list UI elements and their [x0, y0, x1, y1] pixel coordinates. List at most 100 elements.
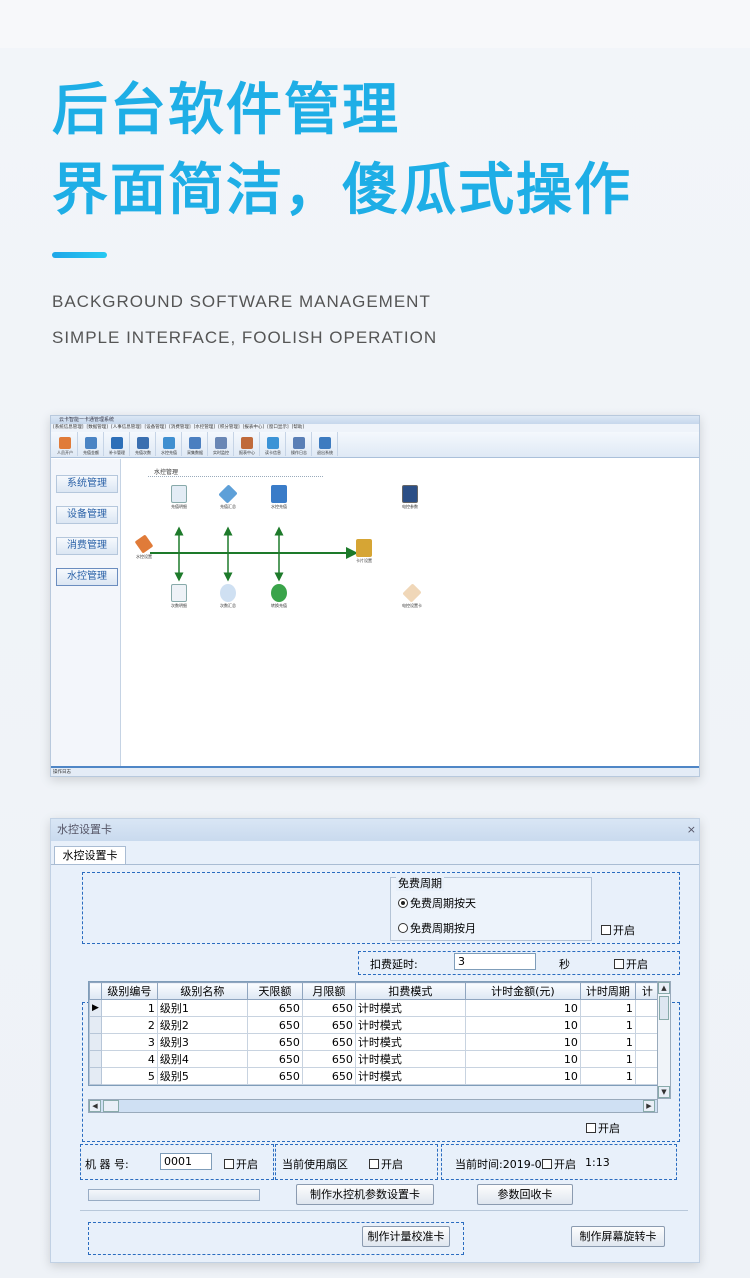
toolbar-button[interactable]: 充值次数: [131, 432, 156, 456]
menu-item[interactable]: [帮助]: [291, 425, 305, 430]
toolbar-button[interactable]: 报表中心: [235, 432, 260, 456]
sector-enable-checkbox[interactable]: 开启: [369, 1156, 403, 1172]
sidebar-item[interactable]: 水控管理: [56, 568, 118, 586]
node-water-settings[interactable]: 水控设置: [124, 534, 164, 560]
node-electric-card[interactable]: 电控设置卡: [392, 583, 432, 609]
table-column-header[interactable]: 月限额: [301, 982, 356, 1000]
sidebar-item[interactable]: 设备管理: [56, 506, 118, 524]
toolbar-button[interactable]: 读卡信息: [261, 432, 286, 456]
table-cell[interactable]: 650: [246, 1084, 303, 1085]
table-cell[interactable]: 10: [464, 1050, 581, 1068]
table-cell-empty[interactable]: [634, 1016, 660, 1034]
row-indicator[interactable]: [89, 1016, 102, 1034]
node-water-recharge[interactable]: 水控充值: [259, 485, 299, 510]
close-icon[interactable]: ×: [686, 823, 696, 836]
table-cell[interactable]: 650: [246, 1067, 303, 1085]
table-cell[interactable]: 650: [246, 1016, 303, 1034]
table-cell[interactable]: 级别2: [156, 1016, 248, 1034]
table-cell[interactable]: 5: [100, 1067, 158, 1085]
make-screen-rotate-card-button[interactable]: 制作屏幕旋转卡: [571, 1226, 665, 1247]
table-column-header[interactable]: 级别编号: [100, 982, 158, 1000]
table-cell[interactable]: 级别4: [156, 1050, 248, 1068]
recover-card-button[interactable]: 参数回收卡: [477, 1184, 573, 1205]
table-cell[interactable]: 2: [100, 1016, 158, 1034]
table-cell[interactable]: 1: [100, 999, 158, 1017]
table-column-header[interactable]: 扣费模式: [354, 982, 466, 1000]
table-cell[interactable]: 级别5: [156, 1067, 248, 1085]
scroll-right-icon[interactable]: ▶: [643, 1100, 655, 1112]
table-cell[interactable]: 级别1: [156, 999, 248, 1017]
node-recharge-summary[interactable]: 充值汇总: [208, 484, 248, 510]
hscroll-thumb[interactable]: [103, 1100, 119, 1112]
machine-number-input[interactable]: 0001: [160, 1153, 212, 1170]
scroll-up-icon[interactable]: ▲: [658, 982, 670, 994]
table-row[interactable]: 6级别6650650计时模式101: [89, 1084, 665, 1085]
table-cell[interactable]: 计时模式: [354, 1084, 466, 1085]
menu-item[interactable]: [积分管理]: [218, 425, 240, 430]
time-enable-checkbox[interactable]: 开启: [542, 1156, 576, 1172]
table-cell-empty[interactable]: [634, 1084, 660, 1085]
table-cell[interactable]: 10: [464, 1084, 581, 1085]
table-cell-empty[interactable]: [634, 1067, 660, 1085]
scroll-thumb[interactable]: [659, 996, 669, 1020]
table-cell[interactable]: 级别3: [156, 1033, 248, 1051]
toolbar-button[interactable]: 实时监控: [209, 432, 234, 456]
menu-item[interactable]: [水控管理]: [193, 425, 216, 430]
table-cell[interactable]: 650: [301, 1067, 356, 1085]
table-cell[interactable]: 6: [100, 1084, 158, 1085]
toolbar-button[interactable]: 操作日志: [287, 432, 312, 456]
toolbar-button[interactable]: 补卡管理: [105, 432, 130, 456]
row-indicator[interactable]: [89, 1050, 102, 1068]
free-period-enable-checkbox[interactable]: 开启: [601, 922, 635, 938]
table-cell[interactable]: 1: [579, 1067, 636, 1085]
table-cell[interactable]: 1: [579, 1050, 636, 1068]
machine-enable-checkbox[interactable]: 开启: [224, 1156, 258, 1172]
table-cell[interactable]: 650: [301, 999, 356, 1017]
table-vertical-scrollbar[interactable]: ▲ ▼: [657, 981, 671, 1099]
table-enable-checkbox[interactable]: 开启: [586, 1120, 620, 1136]
table-cell-empty[interactable]: [634, 1050, 660, 1068]
table-cell[interactable]: 650: [246, 1050, 303, 1068]
table-cell[interactable]: 计时模式: [354, 1033, 466, 1051]
node-convert-recharge[interactable]: 转换充值: [259, 584, 299, 609]
radio-free-by-month[interactable]: 免费周期按月: [398, 920, 476, 936]
sidebar-item[interactable]: 消费管理: [56, 537, 118, 555]
table-column-header[interactable]: 计时周期: [579, 982, 636, 1000]
table-cell[interactable]: 10: [464, 999, 581, 1017]
table-cell[interactable]: 650: [246, 1033, 303, 1051]
make-calibration-card-button[interactable]: 制作计量校准卡: [362, 1226, 450, 1247]
node-electric-params[interactable]: 电控参数: [390, 485, 430, 510]
row-indicator[interactable]: [89, 1067, 102, 1085]
toolbar-button[interactable]: 退出系统: [313, 432, 338, 456]
radio-free-by-day[interactable]: 免费周期按天: [398, 895, 476, 911]
table-column-header[interactable]: 天限额: [246, 982, 303, 1000]
table-cell[interactable]: 650: [301, 1033, 356, 1051]
deduct-delay-enable-checkbox[interactable]: 开启: [614, 956, 648, 972]
table-cell[interactable]: 1: [579, 1033, 636, 1051]
make-params-card-button[interactable]: 制作水控机参数设置卡: [296, 1184, 434, 1205]
scroll-left-icon[interactable]: ◀: [89, 1100, 101, 1112]
row-indicator[interactable]: [89, 1033, 102, 1051]
table-cell[interactable]: 1: [579, 1016, 636, 1034]
menu-item[interactable]: [数据管理]: [86, 425, 109, 430]
table-column-header[interactable]: 计: [634, 982, 660, 1000]
table-cell[interactable]: 4: [100, 1050, 158, 1068]
table-cell[interactable]: 3: [100, 1033, 158, 1051]
menu-item[interactable]: [消费管理]: [169, 425, 191, 430]
table-cell[interactable]: 计时模式: [354, 1016, 466, 1034]
table-cell[interactable]: 计时模式: [354, 999, 466, 1017]
sidebar-item[interactable]: 系统管理: [56, 475, 118, 493]
menu-item[interactable]: [人事信息管理]: [111, 425, 142, 430]
table-cell[interactable]: 10: [464, 1016, 581, 1034]
table-cell[interactable]: 10: [464, 1033, 581, 1051]
node-card-settings[interactable]: 卡片设置: [344, 539, 384, 564]
menu-item[interactable]: [设备管理]: [144, 425, 167, 430]
table-cell-empty[interactable]: [634, 999, 660, 1017]
deduct-delay-input[interactable]: 3: [454, 953, 536, 970]
table-column-header[interactable]: 级别名称: [156, 982, 248, 1000]
table-cell[interactable]: 650: [301, 1050, 356, 1068]
